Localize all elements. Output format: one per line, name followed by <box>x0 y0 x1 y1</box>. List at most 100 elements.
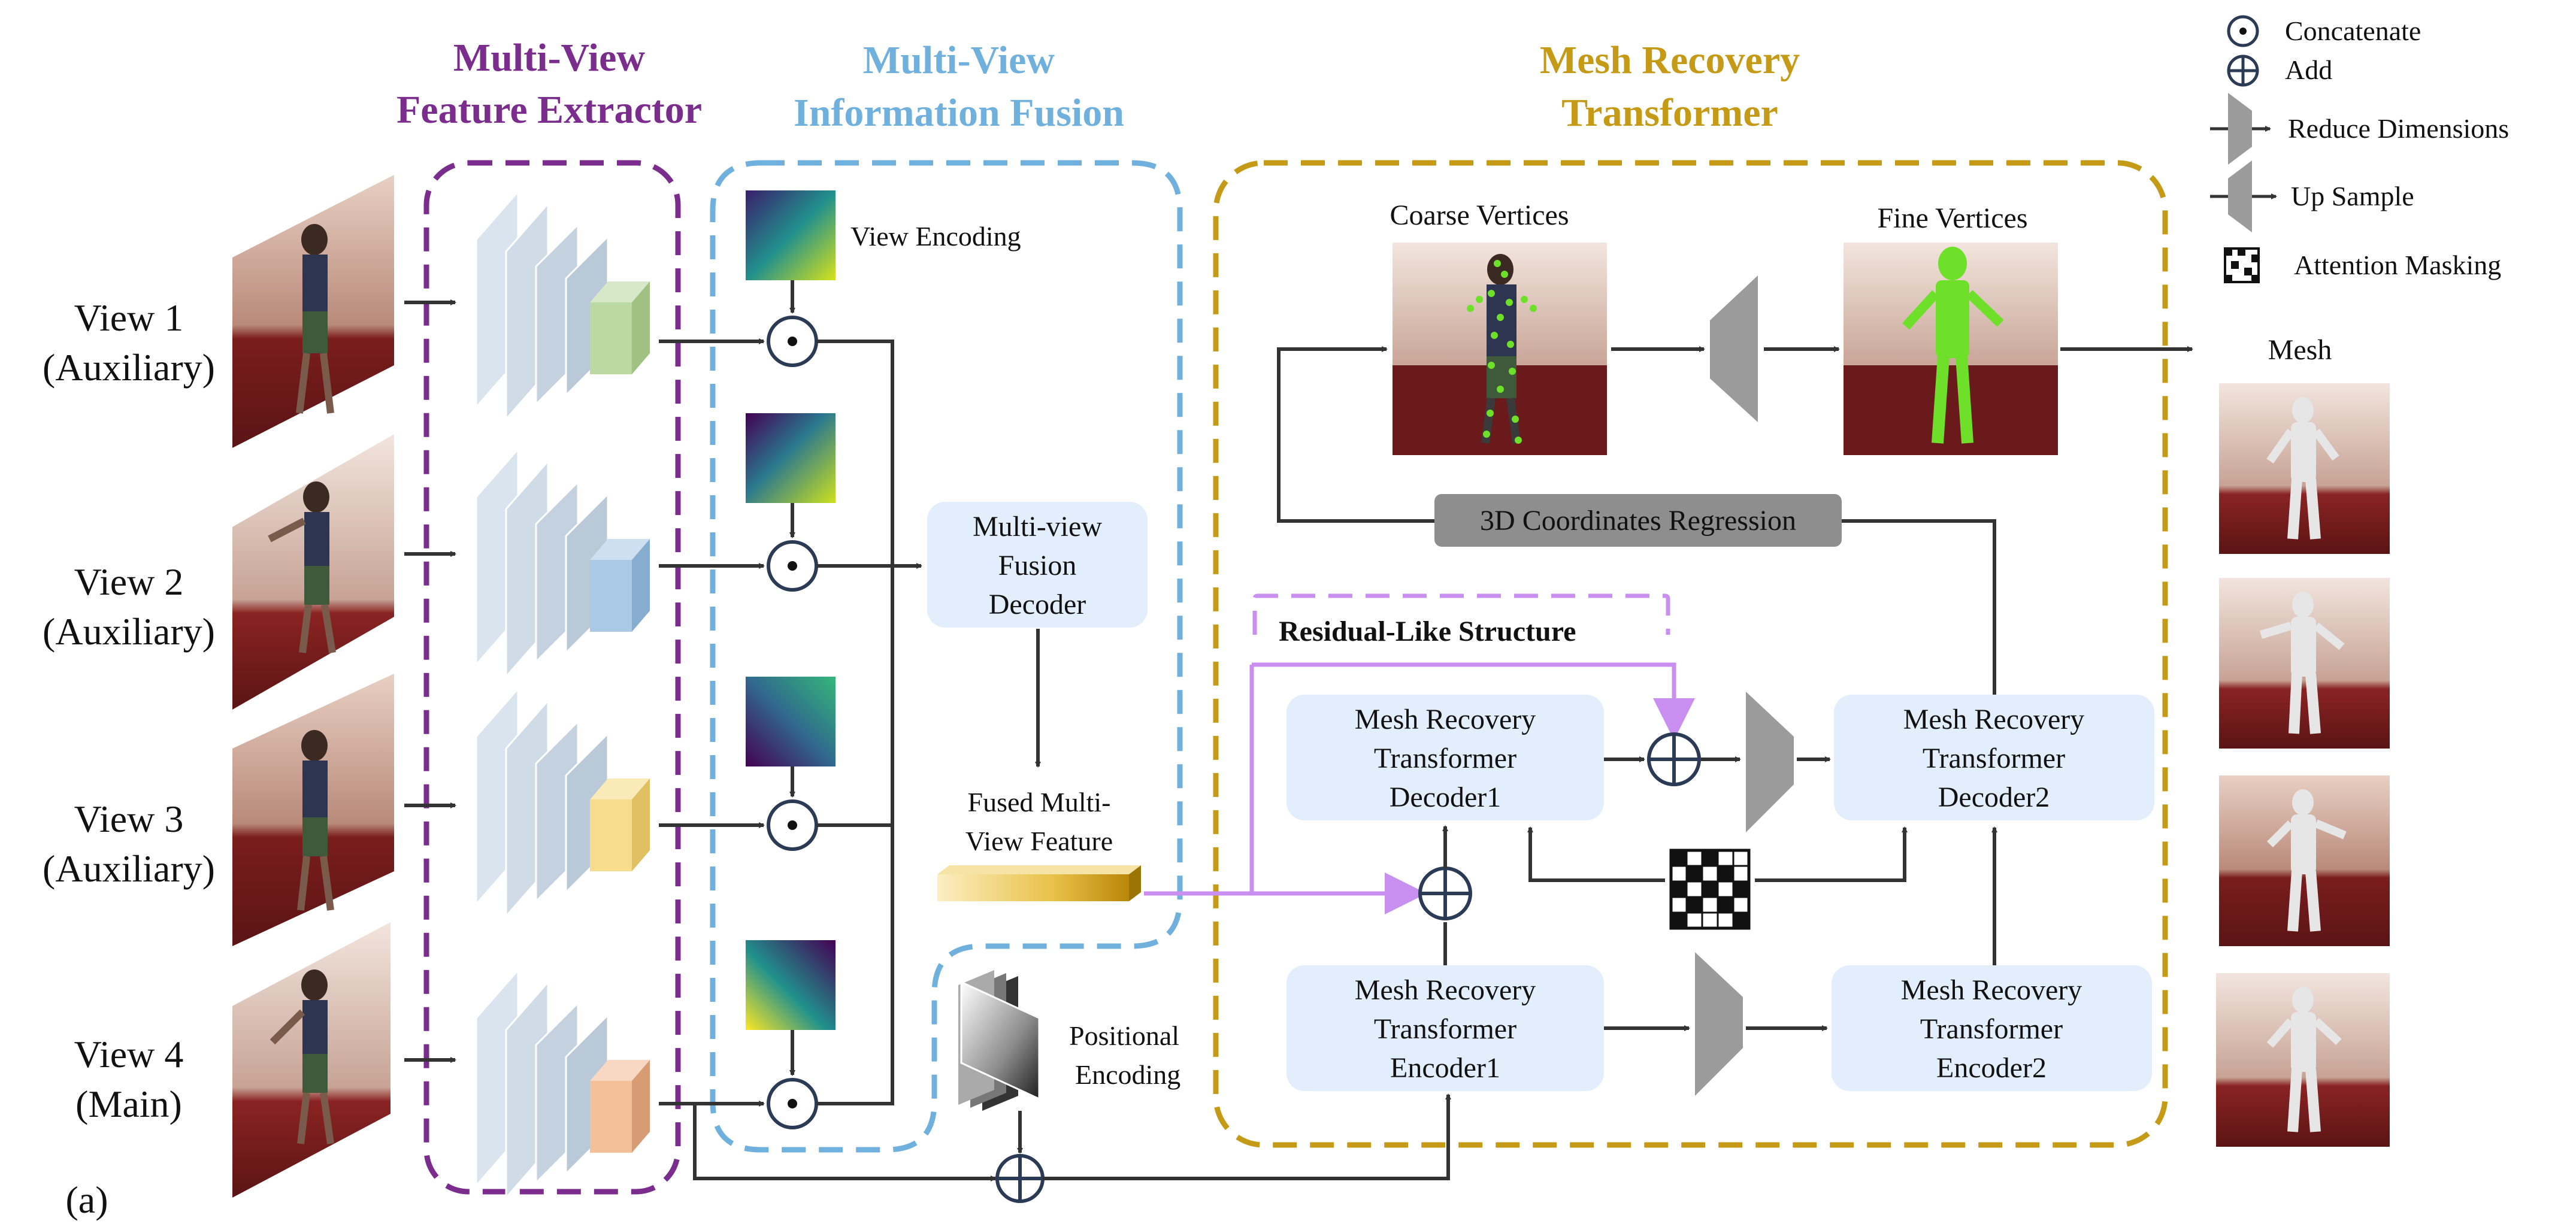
concatenate-icon <box>767 316 818 367</box>
positional-encoding-line1: Positional <box>1069 1020 1179 1051</box>
legend-reduce-label: Reduce Dimensions <box>2288 113 2509 144</box>
encoder2-box: Mesh Recovery Transformer Encoder2 <box>1832 965 2152 1091</box>
concat-nodes <box>767 316 818 1129</box>
attention-masking-icon <box>2224 247 2260 283</box>
decoder1-line1: Mesh Recovery <box>1355 704 1536 735</box>
transformer-title-line2: Transformer <box>1561 91 1778 135</box>
coarse-vertices-label: Coarse Vertices <box>1390 199 1569 231</box>
mesh-output-1 <box>2219 383 2390 554</box>
legend: Concatenate Add Reduce Dimensions Up Sam… <box>2210 15 2509 283</box>
subfigure-label: (a) <box>65 1178 108 1221</box>
encoder1-line3: Encoder1 <box>1390 1052 1500 1084</box>
transformer-title-line1: Mesh Recovery <box>1540 38 1800 82</box>
residual-label: Residual-Like Structure <box>1279 616 1576 647</box>
view-2-image <box>232 434 394 710</box>
regression-label: 3D Coordinates Regression <box>1480 505 1796 537</box>
positional-encoding-stack <box>958 970 1040 1111</box>
extractor-title-line2: Feature Extractor <box>396 88 702 132</box>
view-3-title: View 3 <box>74 798 184 840</box>
regression-bar: 3D Coordinates Regression <box>1434 494 1842 547</box>
fusion-decoder: Multi-view Fusion Decoder <box>927 502 1148 628</box>
transformer-container <box>1213 160 2168 1148</box>
mesh-output-4 <box>2216 973 2390 1147</box>
positional-encoding-line2: Encoding <box>1075 1059 1180 1090</box>
legend-upsample-label: Up Sample <box>2291 181 2414 211</box>
legend-add-label: Add <box>2285 54 2332 85</box>
view-1-role: (Auxiliary) <box>43 346 215 389</box>
decoder1-line2: Transformer <box>1374 743 1516 774</box>
mesh-output-images <box>2216 383 2390 1147</box>
fine-vertices-label: Fine Vertices <box>1877 202 2027 234</box>
legend-concatenate-label: Concatenate <box>2285 16 2421 46</box>
view-encoding-tile-1 <box>746 190 836 280</box>
mesh-output-label: Mesh <box>2268 334 2332 366</box>
reduce-dimensions-icon <box>2210 93 2271 165</box>
view-encoding-tiles <box>746 190 836 1030</box>
add-icon <box>1647 732 1701 786</box>
transformer-arrows <box>1442 756 1997 1031</box>
concatenate-icon <box>767 540 818 592</box>
add-icon <box>1418 867 1472 920</box>
add-icon <box>2227 54 2259 87</box>
view-encoding-label: View Encoding <box>850 221 1021 252</box>
view-4-role: (Main) <box>75 1083 182 1125</box>
view-encoding-tile-2 <box>746 413 836 503</box>
decoder2-line2: Transformer <box>1923 743 2065 774</box>
decoder2-line3: Decoder2 <box>1938 781 2050 813</box>
concatenate-icon <box>767 799 818 851</box>
vertices-arrows <box>1277 346 2193 695</box>
residual-path <box>1144 593 1695 914</box>
view-1-image <box>232 175 394 448</box>
fusion-title-line1: Multi-View <box>863 38 1055 82</box>
cnn-stack-4 <box>475 968 650 1200</box>
reduce-dimensions-block-decoder <box>1746 692 1794 832</box>
view-4-image <box>232 922 391 1198</box>
fusion-title-line2: Information Fusion <box>794 91 1124 135</box>
view-encoding-tile-4 <box>746 940 836 1030</box>
mesh-output-3 <box>2219 775 2390 946</box>
fused-feature-line2: View Feature <box>965 826 1113 856</box>
fusion-arrows <box>659 280 1041 1107</box>
view-to-cnn-arrows <box>404 299 456 1063</box>
main-view-arrows <box>693 1093 1451 1181</box>
view-2-title: View 2 <box>74 561 184 603</box>
view-encoding-tile-3 <box>746 677 836 766</box>
cnn-stack-2 <box>475 447 650 679</box>
encoder2-line1: Mesh Recovery <box>1901 974 2082 1006</box>
encoder2-line3: Encoder2 <box>1936 1052 2047 1084</box>
view-3-role: (Auxiliary) <box>43 847 215 890</box>
decoder1-line3: Decoder1 <box>1390 781 1502 813</box>
fusion-decoder-line1: Multi-view <box>973 511 1102 543</box>
fusion-decoder-line3: Decoder <box>989 589 1086 620</box>
encoder1-box: Mesh Recovery Transformer Encoder1 <box>1287 965 1604 1091</box>
cnn-stack-1 <box>475 189 650 422</box>
view-3-image <box>232 674 394 946</box>
fine-vertices-image <box>1844 243 2058 455</box>
attention-mask-grid <box>1669 849 1751 930</box>
concatenate-icon <box>767 1078 818 1129</box>
input-views: View 1 (Auxiliary) View 2 (Auxiliary) Vi… <box>43 175 394 1221</box>
mesh-output-2 <box>2219 578 2390 749</box>
view-2-role: (Auxiliary) <box>43 610 215 653</box>
reduce-dimensions-block-encoder <box>1695 952 1743 1096</box>
encoder2-line2: Transformer <box>1920 1013 2063 1045</box>
decoder1-box: Mesh Recovery Transformer Decoder1 <box>1287 695 1604 820</box>
cnn-stack-3 <box>475 686 650 919</box>
extractor-container <box>423 160 681 1195</box>
legend-masking-label: Attention Masking <box>2294 250 2501 280</box>
fused-feature-line1: Fused Multi- <box>968 787 1111 817</box>
decoder2-box: Mesh Recovery Transformer Decoder2 <box>1834 695 2154 820</box>
view-1-title: View 1 <box>74 296 184 339</box>
fusion-decoder-line2: Fusion <box>998 550 1077 581</box>
extractor-title-line1: Multi-View <box>453 36 645 80</box>
decoder2-line1: Mesh Recovery <box>1903 704 2085 735</box>
fused-feature-block <box>937 865 1141 901</box>
concatenate-icon <box>2227 15 2259 47</box>
upsample-shape <box>1710 275 1758 422</box>
upsample-icon <box>2210 160 2277 232</box>
encoder1-line2: Transformer <box>1374 1013 1516 1045</box>
coarse-vertices-image <box>1393 243 1607 455</box>
positional-add-icon <box>995 1154 1045 1203</box>
encoder1-line1: Mesh Recovery <box>1355 974 1536 1006</box>
view-4-title: View 4 <box>74 1033 184 1075</box>
